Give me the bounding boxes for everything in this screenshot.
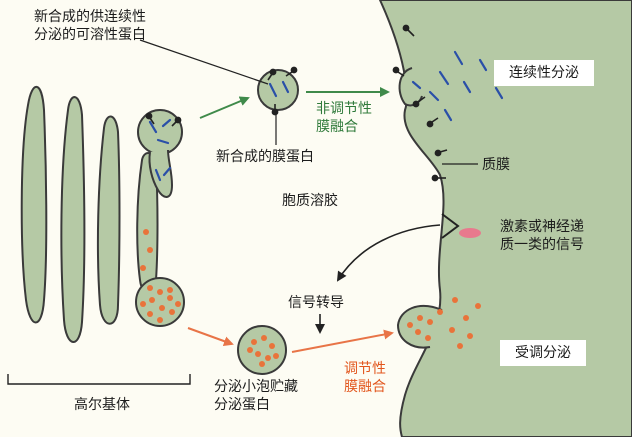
label-signal: 激素或神经递 质一类的信号	[500, 218, 628, 254]
golgi-bracket	[7, 374, 191, 385]
label-plasma-membrane: 质膜	[482, 157, 510, 173]
arrow-golgi-to-vesicle	[199, 96, 250, 119]
label-storage-vesicle: 分泌小泡贮藏 分泌蛋白	[214, 378, 326, 414]
regulated-fusion-pocket	[396, 305, 443, 349]
label-line: 新合成的供连续性	[34, 9, 146, 25]
secretory-storage-vesicle	[237, 325, 287, 375]
label-new-membrane-protein: 新合成的膜蛋白	[216, 149, 314, 165]
label-line: 膜融合	[344, 379, 386, 395]
label-constitutive-secretion: 连续性分泌	[494, 60, 594, 86]
soluble-cargo-blue	[148, 50, 504, 182]
label-signal-transduction: 信号转导	[288, 295, 344, 311]
golgi-cisterna-1	[20, 85, 48, 324]
label-line: 质一类的信号	[500, 237, 584, 253]
receptor-bracket	[441, 213, 460, 239]
golgi-stack	[20, 85, 159, 343]
label-line: 膜融合	[316, 119, 358, 135]
pointer-soluble-protein	[139, 39, 269, 85]
label-line: 激素或神经递	[500, 219, 584, 235]
label-cytosol: 胞质溶胶	[282, 193, 338, 209]
membrane-proteins	[145, 24, 448, 182]
golgi-bud-constitutive	[137, 109, 183, 198]
label-line: 分泌的可溶性蛋白	[34, 27, 146, 43]
signal-molecule-icon	[459, 228, 481, 238]
constitutive-vesicle	[257, 69, 299, 111]
label-nonregulated-fusion: 非调节性 膜融合	[316, 100, 406, 136]
label-line: 分泌蛋白	[214, 397, 270, 413]
golgi-cisterna-2	[60, 96, 86, 343]
arrow-golgi-to-storage	[187, 327, 234, 346]
label-line: 分泌小泡贮藏	[214, 379, 298, 395]
arrow-storage-to-membrane	[291, 329, 394, 353]
label-regulated-fusion: 调节性 膜融合	[344, 360, 424, 396]
label-new-soluble-protein: 新合成的供连续性 分泌的可溶性蛋白	[34, 8, 194, 44]
arrow-signal-curve	[336, 224, 441, 282]
regulated-cargo-orange	[140, 229, 481, 367]
label-golgi: 高尔基体	[74, 397, 130, 413]
label-regulated-secretion: 受调分泌	[500, 340, 586, 366]
label-line: 非调节性	[316, 101, 372, 117]
golgi-cisterna-3	[96, 115, 121, 325]
label-line: 调节性	[344, 361, 386, 377]
